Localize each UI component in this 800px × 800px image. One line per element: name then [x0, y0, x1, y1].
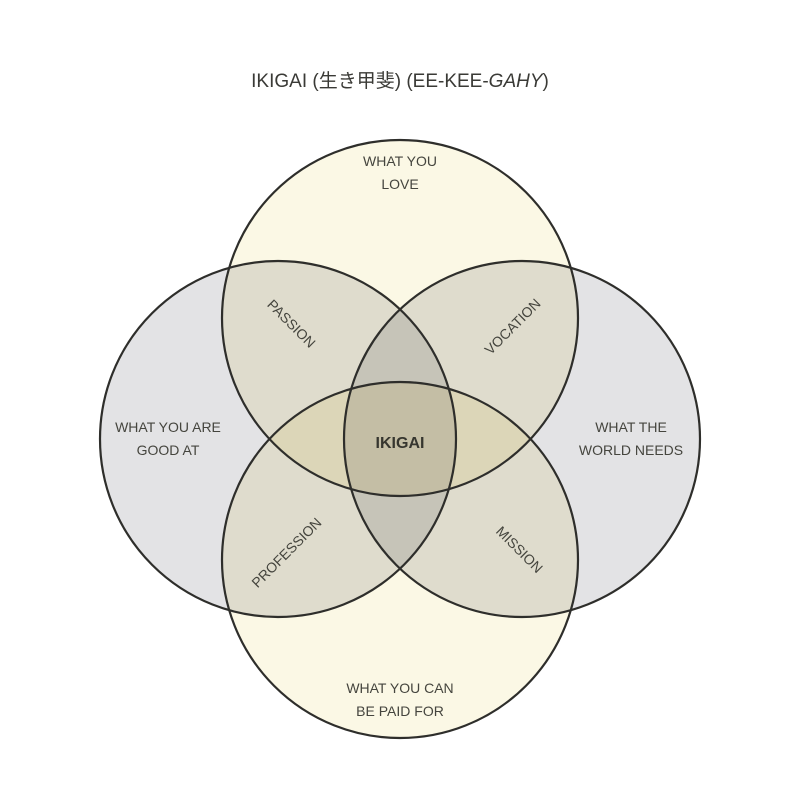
label-paid-for-2: BE PAID FOR: [356, 703, 444, 719]
circle-good-at-outline: [98, 259, 458, 619]
title-close: ): [542, 71, 549, 92]
label-good-at-2: GOOD AT: [137, 442, 200, 458]
circle-love-outline: [220, 138, 580, 498]
label-love-1: WHAT YOU: [363, 153, 437, 169]
circle-paid-for-outline: [220, 380, 580, 740]
label-paid-for-1: WHAT YOU CAN: [346, 680, 453, 696]
diagram-title: IKIGAI (生き甲斐) (EE-KEE-GAHY): [0, 66, 800, 93]
label-love-2: LOVE: [381, 176, 418, 192]
title-italic: GAHY: [488, 71, 543, 92]
label-ikigai: IKIGAI: [376, 435, 425, 452]
circle-world-needs-outline: [342, 259, 702, 619]
label-good-at-1: WHAT YOU ARE: [115, 419, 221, 435]
label-world-needs-1: WHAT THE: [595, 419, 667, 435]
label-world-needs-2: WORLD NEEDS: [579, 442, 683, 458]
title-text: IKIGAI (生き甲斐) (EE-KEE-: [251, 71, 489, 92]
